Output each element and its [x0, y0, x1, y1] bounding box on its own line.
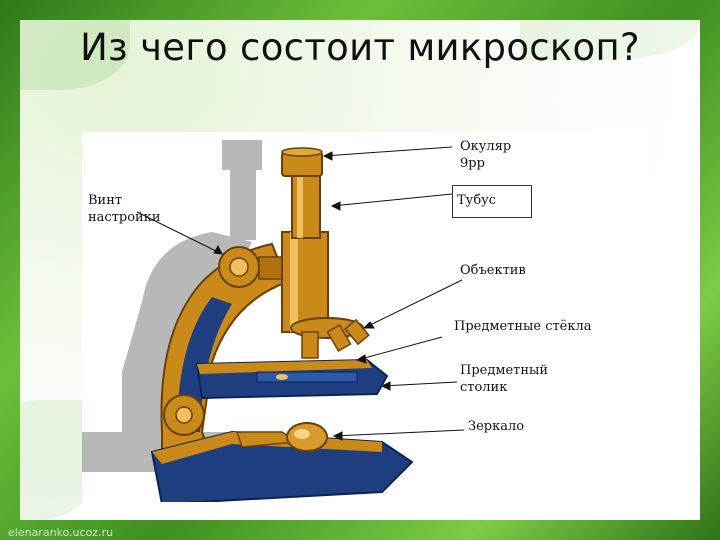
eyepiece-barrel — [292, 170, 320, 238]
stage-aperture — [276, 374, 288, 380]
label-tube: Тубус — [457, 192, 496, 209]
label-stage-line2: столик — [460, 379, 548, 396]
tube-label-box: Тубус — [452, 185, 532, 218]
label-slides: Предметные стёкла — [454, 318, 592, 335]
label-stage-line1: Предметный — [460, 362, 548, 379]
label-stage: Предметный столик — [460, 362, 548, 396]
footer-site: elenaranko.ucoz.ru — [8, 526, 113, 539]
adjustment-screw-center — [230, 258, 248, 276]
label-eyepiece: Окуляр 9рр — [460, 138, 511, 172]
tube — [282, 232, 328, 332]
label-mirror: Зеркало — [468, 418, 524, 435]
lower-knob-center — [176, 407, 192, 423]
label-adjustment-screw-line1: Винт — [88, 192, 161, 209]
objective-lens — [302, 332, 318, 358]
label-eyepiece-line2: 9рр — [460, 155, 511, 172]
slide-title: Из чего состоит микроскоп? — [0, 26, 720, 69]
microscope-drawing — [82, 132, 652, 502]
eyepiece-top — [282, 148, 322, 156]
label-adjustment-screw-line2: настройки — [88, 209, 161, 226]
label-eyepiece-line1: Окуляр — [460, 138, 511, 155]
microscope-illustration: Окуляр 9рр Винт настройки Объектив Предм… — [82, 132, 652, 502]
tube-highlight — [290, 232, 298, 332]
eyepiece-highlight — [297, 170, 303, 238]
mirror-shine — [294, 429, 310, 439]
stage-slot — [257, 372, 357, 382]
label-objective: Объектив — [460, 262, 526, 279]
label-adjustment-screw: Винт настройки — [88, 192, 161, 226]
